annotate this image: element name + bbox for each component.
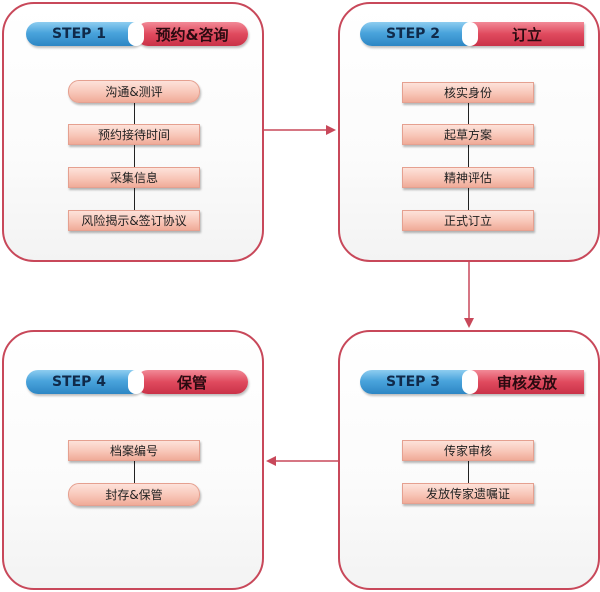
- step-2-title: 订立: [462, 22, 584, 46]
- step-1-header: STEP 1 预约&咨询: [26, 22, 248, 46]
- step-4-connector: [134, 447, 135, 491]
- step-3-title-text: 审核发放: [496, 373, 557, 392]
- step-1-item-1: 沟通&测评: [68, 80, 200, 103]
- step-3-header: STEP 3 审核发放: [360, 370, 584, 394]
- step-2-label: STEP 2: [385, 26, 441, 42]
- step-3-item-1: 传家审核: [402, 440, 534, 461]
- step-2-item-1: 核实身份: [402, 82, 534, 103]
- step-4-label: STEP 4: [51, 374, 107, 390]
- step-2-connector: [468, 88, 469, 220]
- step-2-title-text: 订立: [511, 25, 542, 44]
- step-4-header: STEP 4 保管: [26, 370, 248, 394]
- step-1-label: STEP 1: [51, 26, 107, 42]
- step-1-panel: STEP 1 预约&咨询 沟通&测评 预约接待时间 采集信息 风险揭示&签订协议: [2, 2, 264, 262]
- step-1-badge: STEP 1: [26, 22, 144, 46]
- step-3-item-2: 发放传家遗嘱证: [402, 483, 534, 504]
- step-1-title-text: 预约&咨询: [155, 25, 229, 44]
- step-2-item-4: 正式订立: [402, 210, 534, 231]
- step-2-header: STEP 2 订立: [360, 22, 584, 46]
- step-4-item-2: 封存&保管: [68, 483, 200, 506]
- step-1-item-3: 采集信息: [68, 167, 200, 188]
- step-4-badge: STEP 4: [26, 370, 144, 394]
- step-4-title: 保管: [128, 370, 248, 394]
- step-3-connector: [468, 447, 469, 491]
- step-4-title-text: 保管: [176, 373, 207, 392]
- step-3-badge: STEP 3: [360, 370, 478, 394]
- step-1-connector: [134, 88, 135, 220]
- step-3-panel: STEP 3 审核发放 传家审核 发放传家遗嘱证: [338, 330, 600, 590]
- step-3-label: STEP 3: [385, 374, 441, 390]
- step-1-item-4: 风险揭示&签订协议: [68, 210, 200, 231]
- step-3-title: 审核发放: [462, 370, 584, 394]
- step-4-panel: STEP 4 保管 档案编号 封存&保管: [2, 330, 264, 590]
- step-2-item-3: 精神评估: [402, 167, 534, 188]
- step-1-item-2: 预约接待时间: [68, 124, 200, 145]
- step-1-title: 预约&咨询: [128, 22, 248, 46]
- step-2-panel: STEP 2 订立 核实身份 起草方案 精神评估 正式订立: [338, 2, 600, 262]
- step-2-item-2: 起草方案: [402, 124, 534, 145]
- step-4-item-1: 档案编号: [68, 440, 200, 461]
- step-2-badge: STEP 2: [360, 22, 478, 46]
